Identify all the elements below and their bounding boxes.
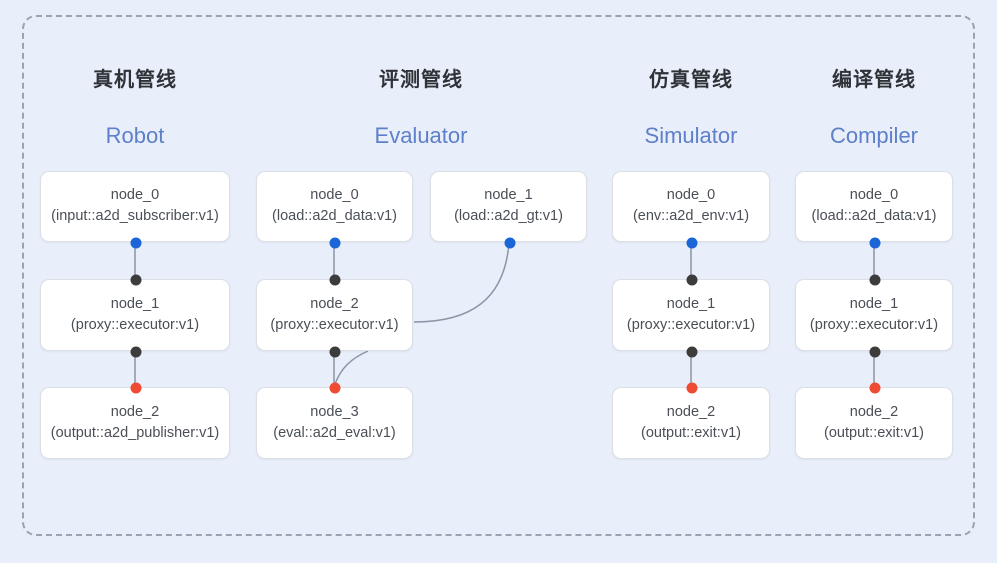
node-spec: (proxy::executor:v1): [270, 316, 399, 333]
column-subtitle-evaluator: Evaluator: [374, 123, 468, 148]
node-name: node_1: [484, 187, 533, 204]
column-subtitle-compiler: Compiler: [829, 123, 919, 148]
node-spec: (output::a2d_publisher:v1): [50, 424, 220, 441]
column-title-evaluator: 评测管线: [379, 69, 463, 91]
node-compiler-1[interactable]: node_1 (proxy::executor:v1): [795, 274, 953, 358]
node-name: node_2: [310, 295, 359, 312]
node-spec: (eval::a2d_eval:v1): [273, 424, 396, 441]
node-spec: (load::a2d_data:v1): [272, 208, 397, 224]
node-name: node_2: [849, 403, 899, 420]
node-simulator-2[interactable]: node_2 (output::exit:v1): [612, 382, 770, 459]
node-simulator-0[interactable]: node_0 (env::a2d_env:v1): [612, 171, 770, 249]
node-name: node_1: [666, 295, 716, 312]
column-subtitle-simulator: Simulator: [644, 123, 738, 148]
port-output-blue[interactable]: [329, 237, 341, 249]
node-evaluator-0[interactable]: node_0 (load::a2d_data:v1): [256, 171, 413, 249]
node-spec: (proxy::executor:v1): [626, 316, 756, 333]
node-name: node_2: [110, 403, 160, 420]
node-robot-1[interactable]: node_1 (proxy::executor:v1): [40, 274, 230, 358]
port-input-red[interactable]: [869, 382, 881, 394]
port-output-blue[interactable]: [130, 237, 142, 249]
node-compiler-0[interactable]: node_0 (load::a2d_data:v1): [795, 171, 953, 249]
port-input-red[interactable]: [130, 382, 142, 394]
node-compiler-2[interactable]: node_2 (output::exit:v1): [795, 382, 953, 459]
node-spec: (load::a2d_data:v1): [811, 208, 937, 224]
port-input-dark[interactable]: [130, 274, 142, 286]
column-title-simulator: 仿真管线: [649, 69, 733, 91]
port-output-dark[interactable]: [130, 346, 142, 358]
node-evaluator-1[interactable]: node_1 (load::a2d_gt:v1): [430, 171, 587, 249]
node-spec: (env::a2d_env:v1): [632, 208, 750, 224]
node-name: node_2: [666, 403, 716, 420]
port-output-dark[interactable]: [686, 346, 698, 358]
node-spec: (proxy::executor:v1): [809, 316, 939, 333]
node-spec: (input::a2d_subscriber:v1): [51, 208, 219, 224]
node-name: node_1: [849, 295, 899, 312]
node-spec: (load::a2d_gt:v1): [454, 208, 563, 224]
node-simulator-1[interactable]: node_1 (proxy::executor:v1): [612, 274, 770, 358]
port-input-red[interactable]: [686, 382, 698, 394]
port-output-blue[interactable]: [686, 237, 698, 249]
column-title-compiler: 编译管线: [832, 69, 916, 91]
node-spec: (output::exit:v1): [824, 424, 924, 441]
node-spec: (proxy::executor:v1): [70, 316, 200, 333]
edge-eval-2-3-curve: [333, 350, 369, 388]
node-robot-0[interactable]: node_0 (input::a2d_subscriber:v1): [40, 171, 230, 249]
node-spec: (output::exit:v1): [641, 424, 741, 441]
edge-eval-1-2-curve: [413, 241, 510, 323]
column-subtitle-robot: Robot: [105, 123, 165, 148]
node-name: node_0: [666, 187, 716, 204]
port-output-blue[interactable]: [869, 237, 881, 249]
node-name: node_0: [110, 187, 160, 204]
port-input-dark[interactable]: [869, 274, 881, 286]
node-name: node_1: [110, 295, 160, 312]
node-name: node_3: [310, 403, 359, 420]
port-input-dark[interactable]: [686, 274, 698, 286]
node-evaluator-3[interactable]: node_3 (eval::a2d_eval:v1): [256, 382, 413, 459]
node-name: node_0: [310, 187, 359, 204]
port-output-blue[interactable]: [504, 237, 516, 249]
node-evaluator-2[interactable]: node_2 (proxy::executor:v1): [256, 274, 413, 358]
column-title-robot: 真机管线: [93, 69, 177, 91]
port-input-red[interactable]: [329, 382, 341, 394]
port-input-dark[interactable]: [329, 274, 341, 286]
port-output-dark[interactable]: [869, 346, 881, 358]
node-name: node_0: [849, 187, 899, 204]
port-output-dark[interactable]: [329, 346, 341, 358]
node-robot-2[interactable]: node_2 (output::a2d_publisher:v1): [40, 382, 230, 459]
